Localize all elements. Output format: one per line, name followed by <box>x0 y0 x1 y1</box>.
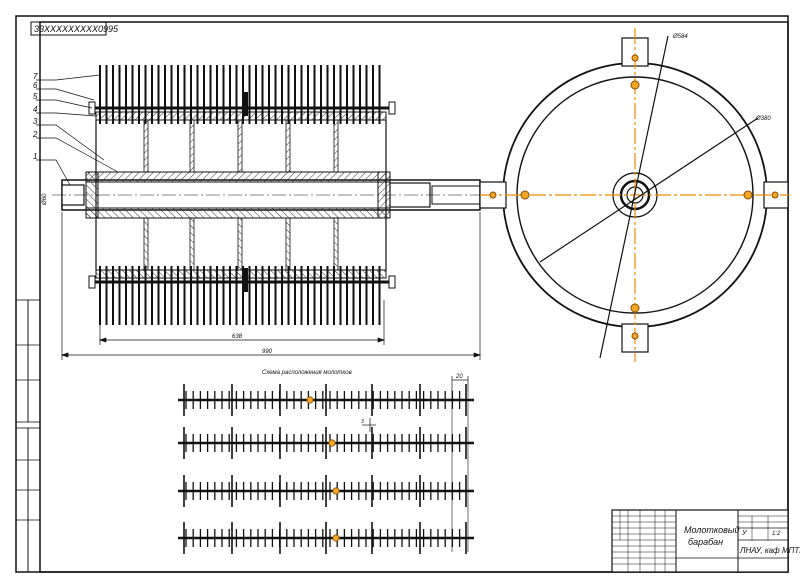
scheme-marker <box>332 534 340 542</box>
center-marker-top <box>244 92 248 116</box>
disc-plate-upper <box>237 119 243 173</box>
title-scale: 1:2 <box>772 531 781 537</box>
disc-plate-lower <box>189 217 195 271</box>
dim-hammer-pitch <box>451 376 469 392</box>
title-name-line2: барабан <box>688 537 723 547</box>
disc-plate-lower <box>143 217 149 271</box>
title-block: Молотковый барабан У 1:2 ЛНАУ, каф МПТК <box>611 509 800 573</box>
axle-holes <box>489 54 779 340</box>
rotor-discs <box>143 92 339 292</box>
dim-gap <box>362 418 376 432</box>
dim-gap-label: 3 <box>361 419 364 425</box>
part-label-4: 4 <box>33 105 38 114</box>
hammer-row-bottom <box>88 266 396 325</box>
drawing-frame <box>39 21 789 573</box>
drum-side-view: Ø584 Ø380 <box>479 28 790 362</box>
document-code-box: 33XXXXXXXXX0995 <box>30 21 119 36</box>
dim-overall-length-label: 990 <box>262 349 273 355</box>
dim-hammer-pitch-label: 20 <box>455 374 463 380</box>
disc-outer-diameter-label: Ø584 <box>672 34 688 40</box>
hammer-row-top <box>88 65 396 124</box>
document-code: 33XXXXXXXXX0995 <box>34 24 119 34</box>
shaft-diameter-label: Ø60 <box>42 193 48 206</box>
scheme-title: Схема расположения молотков <box>262 370 352 376</box>
part-label-5: 5 <box>33 92 38 101</box>
rod-end <box>388 275 396 289</box>
disc-plate-lower <box>333 217 339 271</box>
title-litera: У <box>741 530 748 537</box>
title-organization: ЛНАУ, каф МПТК <box>739 546 800 555</box>
drum-section-view: 7 6 5 4 3 2 1 Ø60 638 990 <box>32 65 490 360</box>
disc-plate-upper <box>333 119 339 173</box>
center-marker-bottom <box>244 268 248 292</box>
rod-end <box>88 275 96 289</box>
scheme-row <box>178 384 474 416</box>
scheme-marker <box>328 439 336 447</box>
dim-overall-length <box>60 212 482 360</box>
pitch-diameter-leader <box>539 117 759 263</box>
title-name-line1: Молотковый <box>684 525 739 535</box>
disc-plate-lower <box>237 217 243 271</box>
disc-plate-upper <box>189 119 195 173</box>
hub-bottom <box>85 207 391 219</box>
scheme-row <box>178 427 474 459</box>
hub-top <box>85 171 391 183</box>
part-label-6: 6 <box>33 81 38 90</box>
part-label-7: 7 <box>33 72 38 81</box>
disc-plate-upper <box>143 119 149 173</box>
rod-end <box>388 101 396 115</box>
scheme-row <box>178 522 474 554</box>
part-label-2: 2 <box>32 130 38 139</box>
dim-hammer-span <box>98 300 386 345</box>
scheme-marker <box>306 396 314 404</box>
dim-hammer-span-label: 638 <box>232 334 243 340</box>
scheme-row <box>178 475 474 507</box>
scheme-rows <box>178 384 474 554</box>
disc-plate-lower <box>285 217 291 271</box>
disc-pitch-diameter-label: Ø380 <box>755 116 771 122</box>
disc-plate-upper <box>285 119 291 173</box>
disc-diameter-leader <box>599 35 669 359</box>
hammer-layout-scheme: Схема расположения молотков 20 3 <box>178 370 474 554</box>
part-label-1: 1 <box>33 152 37 161</box>
part-label-3: 3 <box>33 117 38 126</box>
left-margin-strips <box>15 299 41 573</box>
scheme-marker <box>332 487 340 495</box>
part-number-leaders <box>36 74 119 186</box>
